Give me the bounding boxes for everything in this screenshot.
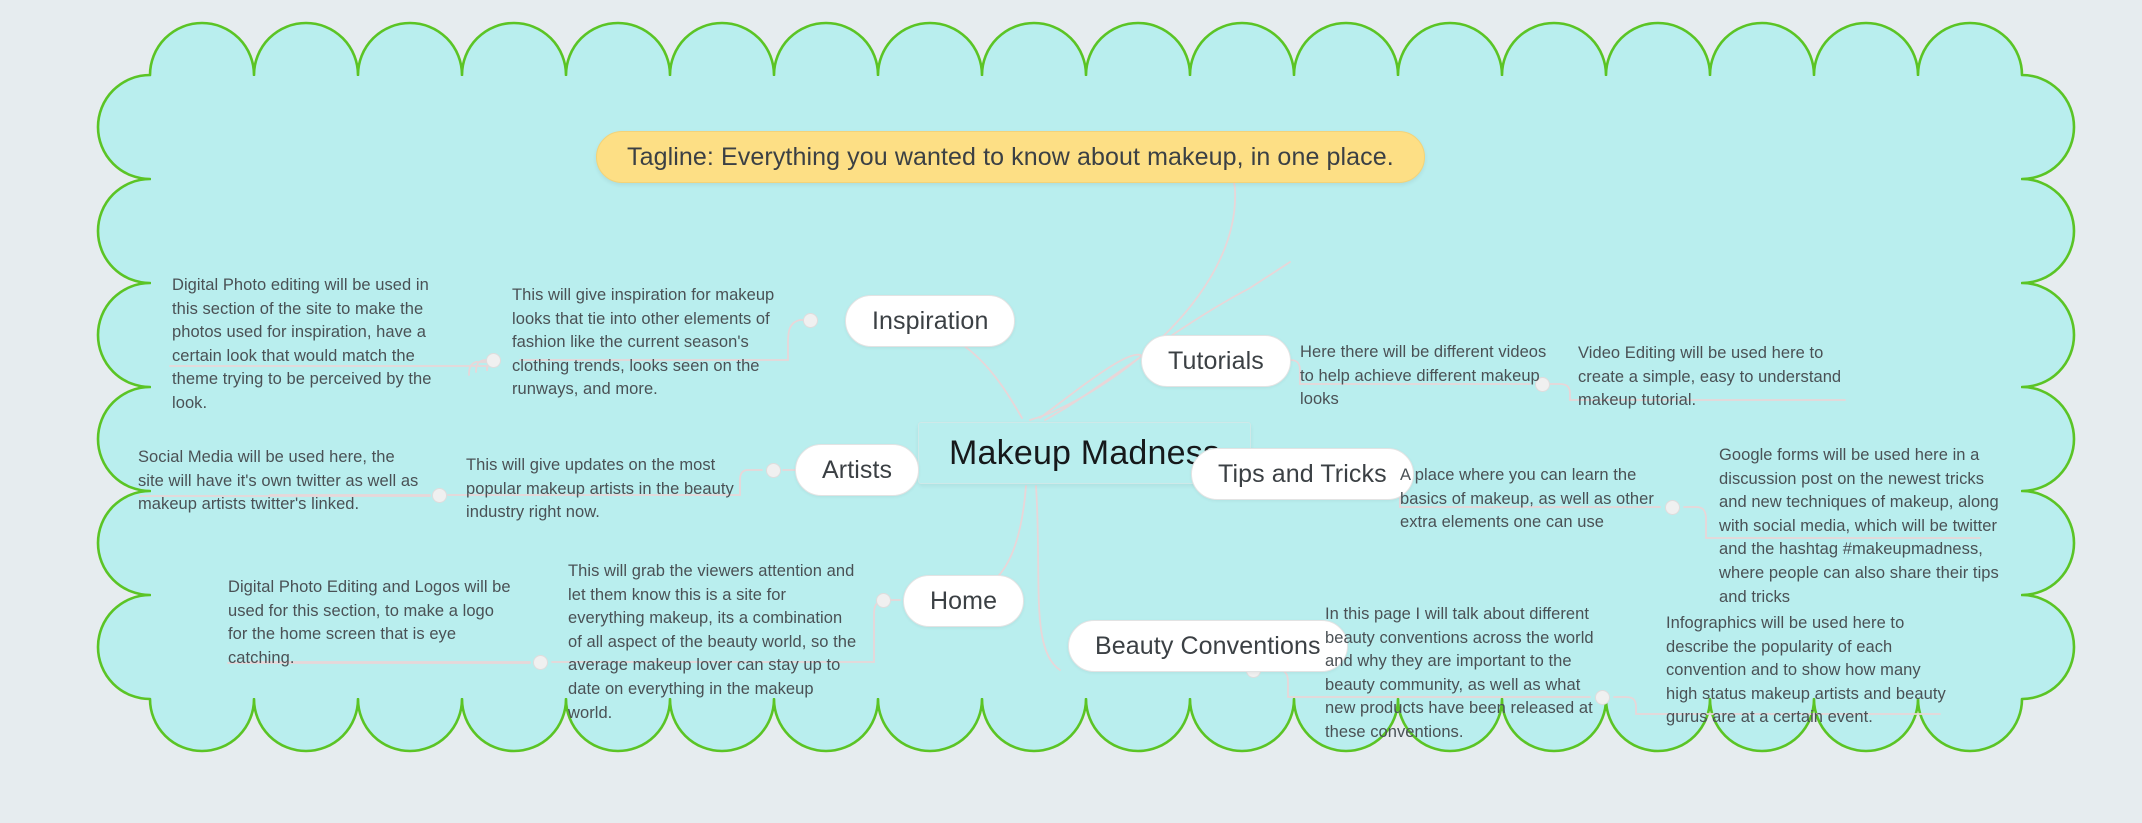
note-home-secondary: Digital Photo Editing and Logos will be …: [228, 578, 511, 667]
connector-dot-inspiration: [803, 313, 818, 328]
connector-dot-tips-note: [1665, 500, 1680, 515]
note-tutorials-secondary: Video Editing will be used here to creat…: [1578, 344, 1842, 410]
tagline-label: Tagline: Everything you wanted to know a…: [627, 142, 1394, 171]
note-inspiration-secondary: Digital Photo editing will be used in th…: [172, 276, 432, 412]
connector-dot-artists-note: [432, 488, 447, 503]
note-artists-primary: This will give updates on the most popul…: [466, 456, 734, 522]
tagline-node[interactable]: Tagline: Everything you wanted to know a…: [596, 131, 1425, 183]
note-artists-secondary: Social Media will be used here, the site…: [138, 448, 419, 514]
connector-dot-inspiration-note: [486, 353, 501, 368]
connector-dot-artists: [766, 463, 781, 478]
branch-label-home: Home: [930, 586, 998, 615]
connector-dot-tutorials-note: [1535, 377, 1550, 392]
branch-label-tips-and-tricks: Tips and Tricks: [1218, 459, 1387, 488]
branch-node-home[interactable]: Home: [903, 575, 1025, 627]
note-inspiration-primary: This will give inspiration for makeup lo…: [512, 286, 775, 399]
note-tutorials-primary: Here there will be different videos to h…: [1300, 343, 1547, 409]
connector-dot-conventions-note: [1595, 690, 1610, 705]
branch-node-tips-and-tricks[interactable]: Tips and Tricks: [1191, 448, 1414, 500]
note-tips-primary: A place where you can learn the basics o…: [1400, 466, 1654, 532]
note-conventions-secondary: Infographics will be used here to descri…: [1666, 614, 1946, 727]
branch-node-beauty-conventions[interactable]: Beauty Conventions: [1068, 620, 1348, 672]
connector-dot-home: [876, 593, 891, 608]
branch-node-artists[interactable]: Artists: [795, 444, 920, 496]
branch-label-tutorials: Tutorials: [1168, 346, 1264, 375]
central-topic-label: Makeup Madness: [949, 433, 1221, 472]
branch-label-artists: Artists: [822, 455, 893, 484]
note-conventions-primary: In this page I will talk about different…: [1325, 605, 1594, 741]
note-home-primary: This will grab the viewers attention and…: [568, 562, 857, 722]
note-tips-secondary: Google forms will be used here in a disc…: [1719, 446, 1999, 606]
branch-node-tutorials[interactable]: Tutorials: [1141, 335, 1291, 387]
branch-label-inspiration: Inspiration: [872, 306, 989, 335]
branch-node-inspiration[interactable]: Inspiration: [845, 295, 1016, 347]
connector-dot-home-note: [533, 655, 548, 670]
branch-label-beauty-conventions: Beauty Conventions: [1095, 631, 1321, 660]
